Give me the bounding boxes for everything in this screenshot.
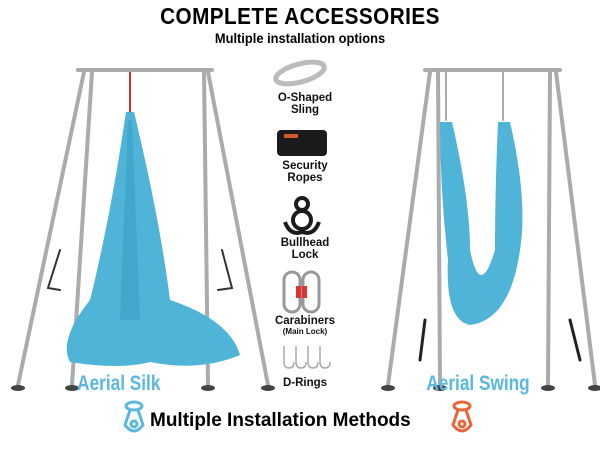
accessory-line: Carabiners xyxy=(274,315,336,327)
accessory-line: Sling xyxy=(290,104,320,116)
aerial-swing-label: Aerial Swing xyxy=(426,372,530,395)
right-stand-frame xyxy=(386,68,597,387)
accessory-subline: (Main Lock) xyxy=(282,327,328,336)
accessory-label-d-rings: D-Rings xyxy=(282,377,328,389)
accessory-line: Lock xyxy=(291,249,319,261)
sling-icon xyxy=(273,59,327,87)
left-stand-feet xyxy=(11,385,275,391)
bullhead-lock-icon xyxy=(283,196,321,235)
accessory-line: Bullhead xyxy=(280,237,330,249)
page-title: COMPLETE ACCESSORIES xyxy=(160,3,440,29)
installation-icon-orange xyxy=(451,400,473,433)
installation-icon-blue xyxy=(123,400,145,433)
accessory-line: O-Shaped xyxy=(277,92,333,104)
right-stand-feet xyxy=(381,385,600,391)
carabiner-icon xyxy=(282,270,321,314)
page-subtitle: Multiple installation options xyxy=(214,30,386,46)
accessory-label-carabiners: Carabiners(Main Lock) xyxy=(250,315,360,336)
accessory-line: Security xyxy=(282,160,328,172)
aerial-silk-label: Aerial Silk xyxy=(77,372,161,395)
aerial-silk-fabric xyxy=(66,112,241,366)
d-ring-icon xyxy=(283,346,331,369)
ropes-icon xyxy=(277,130,327,156)
aerial-swing-fabric xyxy=(440,122,523,325)
installation-methods-caption: Multiple Installation Methods xyxy=(150,410,411,431)
accessory-line: Ropes xyxy=(287,172,323,184)
